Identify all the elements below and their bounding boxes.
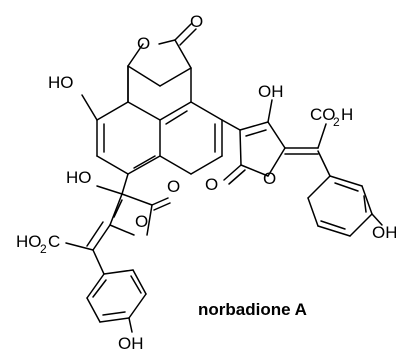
- lactone-oxygen-label: O: [137, 34, 150, 53]
- left-furanone-carbonyl-label: O: [167, 177, 180, 196]
- bottom-phenol-hydroxyl-label: OH: [118, 334, 144, 353]
- left-carboxyl-c-label: C: [48, 232, 60, 251]
- left-hydroxyl-label: HO: [66, 168, 92, 187]
- left-ring-oxygen-label: O: [135, 212, 148, 231]
- left-phenyl-ring: [86, 269, 147, 333]
- naphthalene-core: [96, 65, 223, 175]
- left-furanone-ring: [65, 173, 171, 275]
- right-phenol-hydroxyl-label: OH: [372, 223, 396, 242]
- lactone-carbonyl-oxygen-label: O: [190, 12, 203, 31]
- right-carboxyl-subscript-label: 2: [333, 115, 340, 129]
- left-carboxyl-ho-label: HO: [16, 232, 42, 251]
- right-carboxyl-co-label: CO: [310, 105, 336, 124]
- right-furanone-carbonyl-label: O: [205, 175, 218, 194]
- right-carboxyl-h-label: H: [341, 105, 353, 124]
- right-ring-oxygen-label: O: [263, 169, 276, 188]
- right-furanone-ring: [221, 99, 331, 185]
- lactone-ring: [127, 23, 197, 103]
- left-carboxyl-subscript-label: 2: [40, 242, 47, 256]
- right-hydroxyl-label: OH: [258, 82, 284, 101]
- compound-name-label: norbadione A: [198, 300, 307, 319]
- ho-bond: [81, 94, 98, 121]
- right-phenyl-ring: [307, 175, 383, 237]
- naphthol-hydroxyl-label: HO: [48, 73, 74, 92]
